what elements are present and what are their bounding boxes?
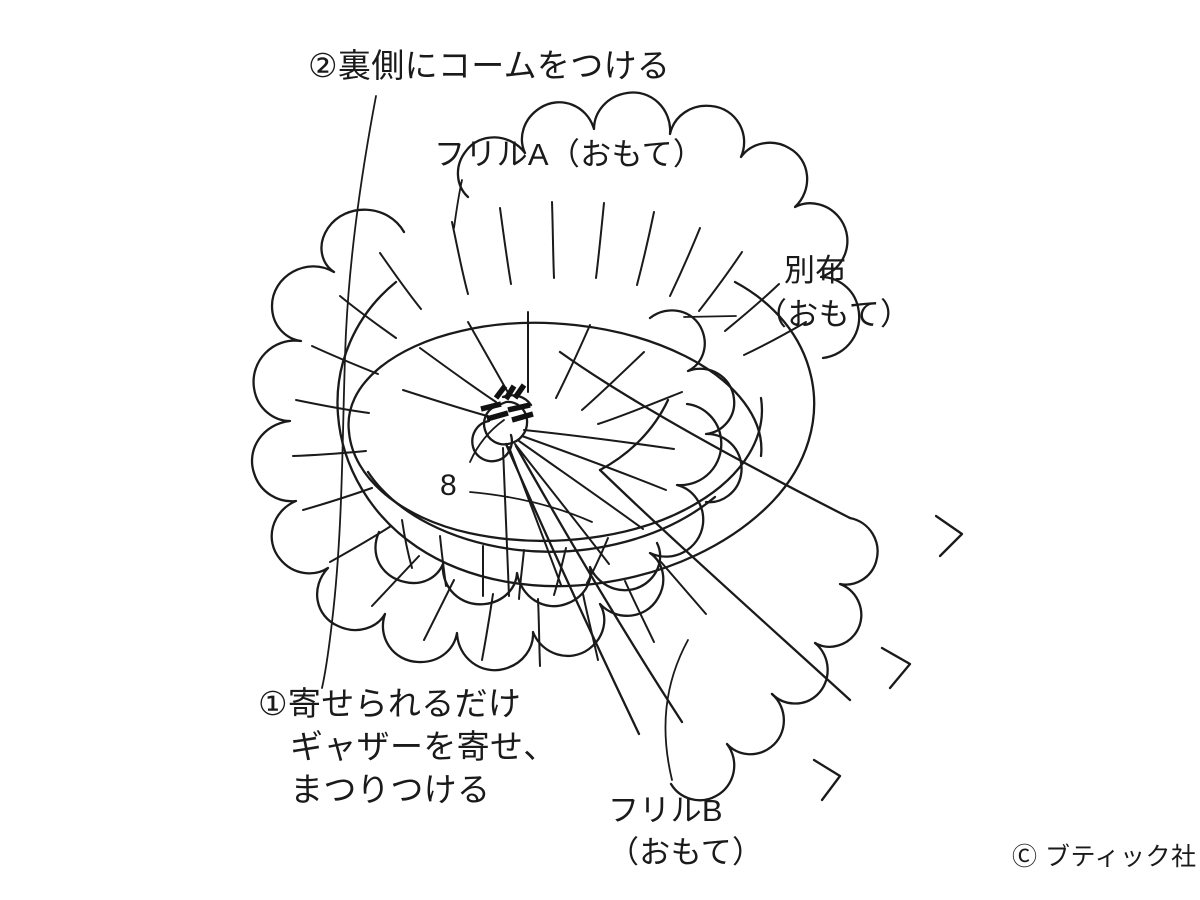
leader-line-betsu bbox=[683, 315, 737, 318]
frill-b-lower-scallop bbox=[374, 530, 662, 608]
leader-line-frill-a bbox=[453, 179, 463, 229]
centre-gather-rays bbox=[402, 311, 683, 425]
centre-stitch-marks bbox=[480, 383, 534, 423]
betsu-nuno-scallop-upper bbox=[648, 309, 743, 504]
frill-b-oval-upper bbox=[347, 321, 763, 458]
leader-line-eight-lower bbox=[469, 491, 593, 523]
label-betsu-nuno-line2: （おもて） bbox=[756, 297, 912, 332]
frill-b-tail-edge-right bbox=[514, 444, 684, 724]
betsu-nuno-tail-scallop bbox=[669, 692, 785, 802]
label-step-1-line1: ①寄せられるだけ bbox=[258, 685, 522, 722]
betsu-nuno-bottom-edge bbox=[598, 468, 852, 702]
betsu-nuno-top-edge bbox=[558, 350, 852, 520]
betsu-nuno-tail-point-b bbox=[812, 758, 842, 802]
betsu-nuno-tail-point-c bbox=[934, 514, 964, 558]
frill-a-gather-lines bbox=[292, 201, 807, 667]
leader-line-step2 bbox=[321, 95, 377, 689]
frill-b-oval-lower bbox=[347, 396, 764, 542]
knot-fold-lines bbox=[502, 429, 675, 597]
label-frill-a: フリルA（おもて） bbox=[434, 137, 705, 172]
label-frill-b-line2: （おもて） bbox=[608, 835, 764, 870]
label-step-1-line2: ギャザーを寄せ、 bbox=[290, 728, 557, 765]
label-step-1-line3: まつりつける bbox=[290, 771, 491, 808]
frill-a-outer-scallop-right bbox=[456, 91, 861, 360]
frill-b-inner-edge bbox=[366, 470, 717, 553]
leader-line-frill-b bbox=[664, 639, 689, 781]
copyright-notice: Ⓒ ブティック社 bbox=[1012, 843, 1197, 871]
frill-b-tail-edge-left bbox=[504, 442, 641, 736]
betsu-nuno-fold-left bbox=[598, 398, 670, 472]
leader-line-eight bbox=[469, 419, 505, 463]
centre-knot-loop bbox=[471, 419, 513, 463]
label-step-2: ②裏側にコームをつける bbox=[308, 47, 671, 84]
label-betsu-nuno-line1: 別布 bbox=[784, 253, 847, 288]
label-stitch-number: 8 bbox=[440, 469, 457, 502]
betsu-nuno-scallop-right bbox=[770, 516, 879, 705]
betsu-nuno-tail-point-a bbox=[880, 646, 912, 690]
label-frill-b-line1: フリルB bbox=[608, 793, 723, 828]
frill-a-outer-scallop bbox=[250, 208, 723, 672]
frill-b-skirt-gathers bbox=[401, 519, 609, 600]
